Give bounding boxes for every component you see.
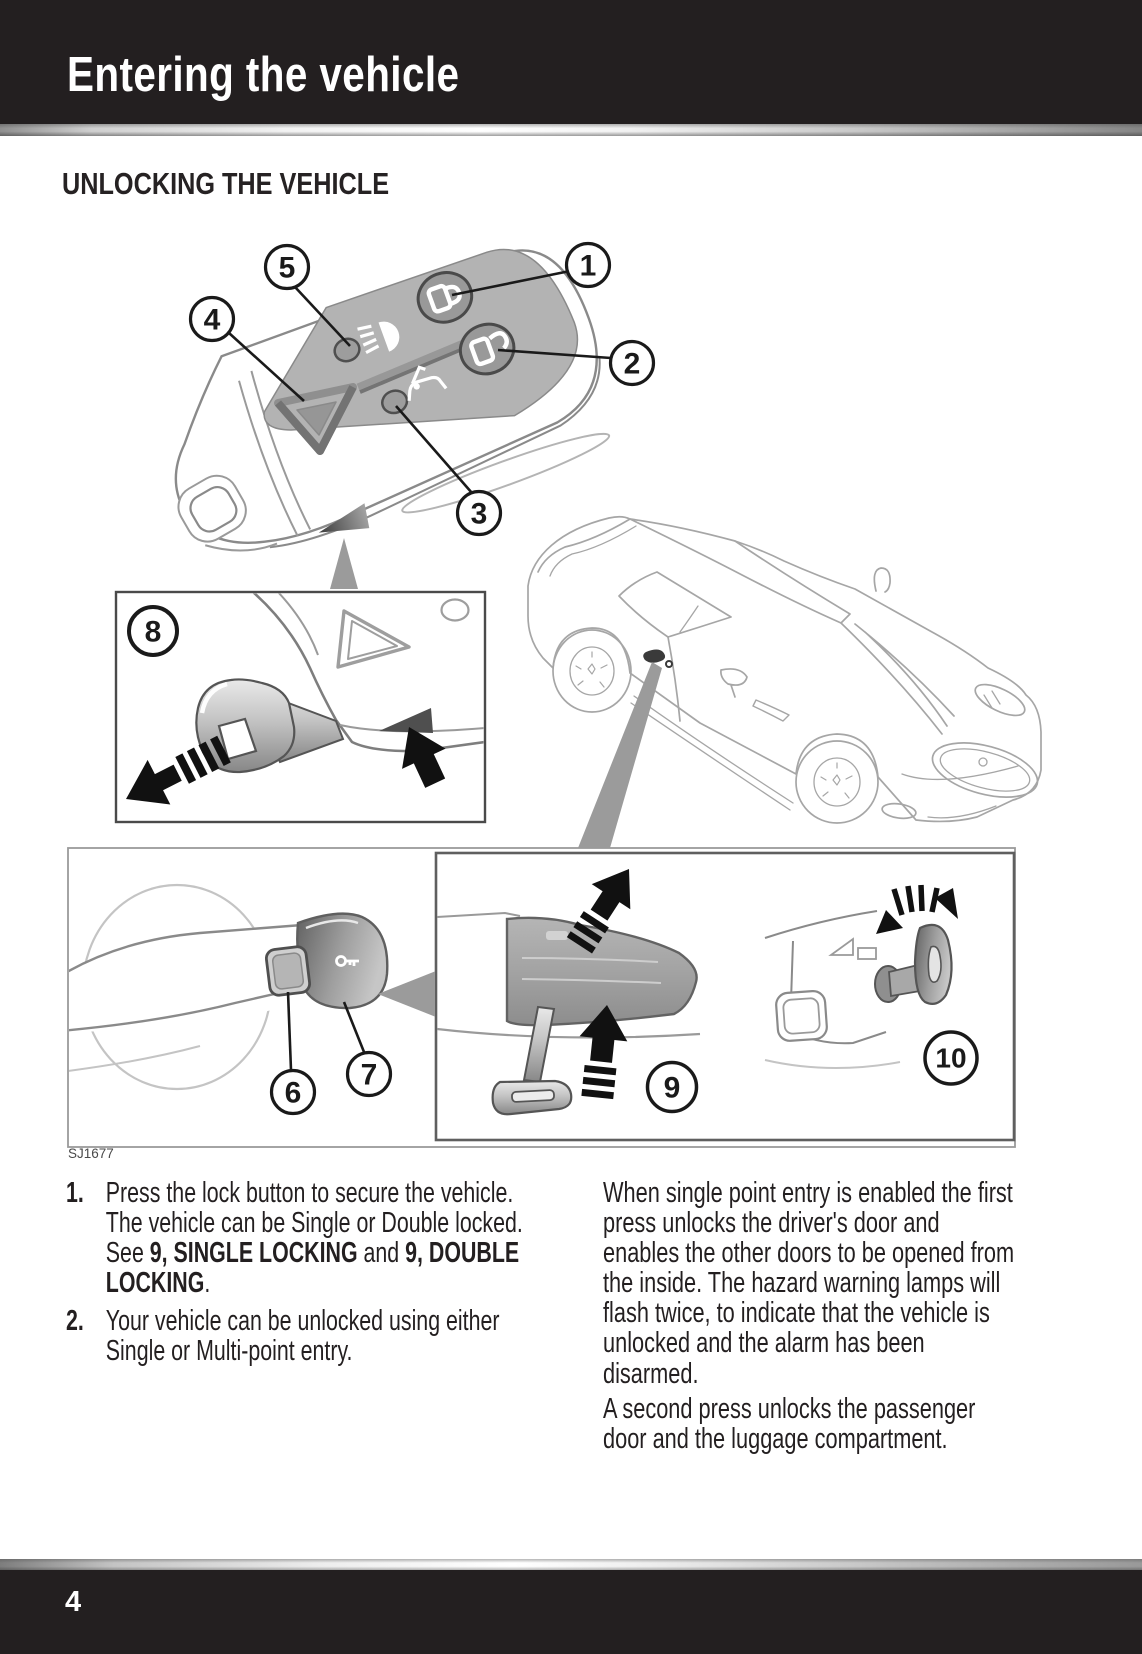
svg-text:6: 6 xyxy=(285,1077,302,1110)
svg-text:2: 2 xyxy=(624,348,641,381)
svg-text:4: 4 xyxy=(204,304,221,337)
svg-text:3: 3 xyxy=(471,498,488,531)
svg-text:5: 5 xyxy=(279,252,296,285)
svg-text:10: 10 xyxy=(935,1043,966,1074)
svg-text:8: 8 xyxy=(145,616,162,649)
svg-text:9: 9 xyxy=(664,1072,681,1105)
svg-text:7: 7 xyxy=(361,1059,378,1092)
svg-text:SJ1677: SJ1677 xyxy=(68,1146,114,1161)
svg-text:1: 1 xyxy=(580,250,597,283)
